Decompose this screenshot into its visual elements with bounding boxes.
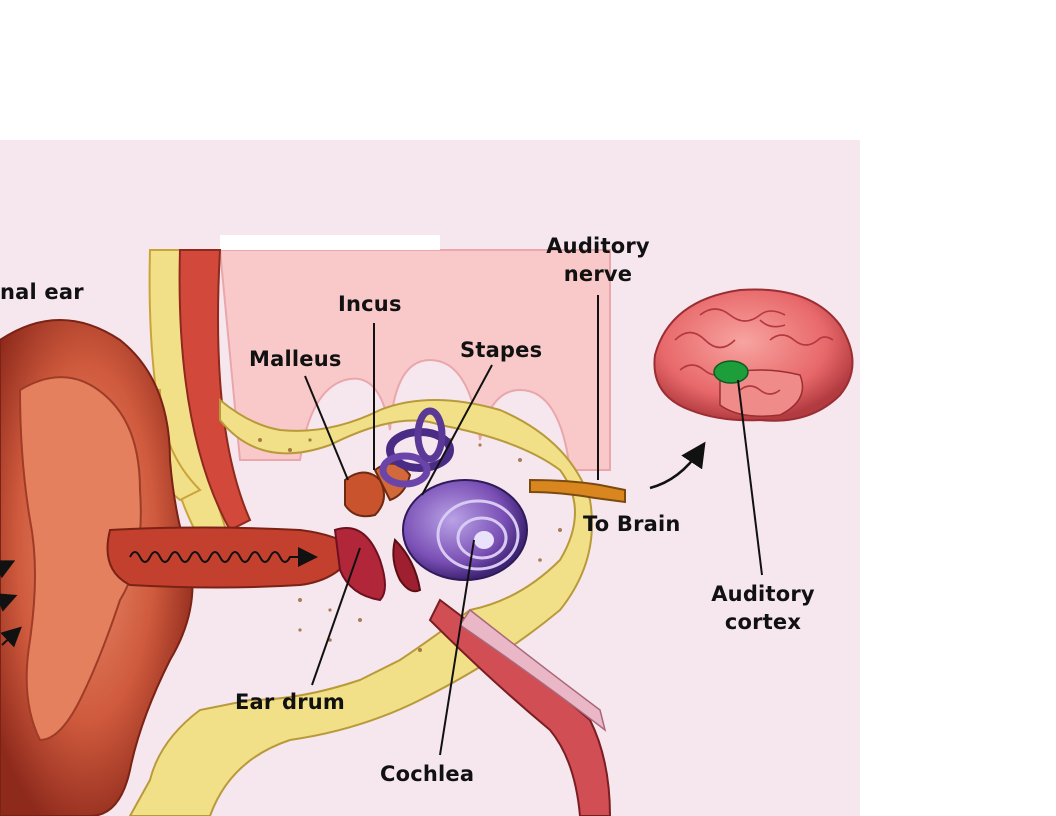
label-cochlea: Cochlea [380,762,475,786]
auditory-nerve [529,478,626,504]
label-to-brain: To Brain [583,512,681,536]
label-incus: Incus [338,292,402,316]
ossicles [344,462,422,593]
ear-drum [333,527,386,602]
label-auditory-cortex-line2: cortex [724,610,802,634]
inner-ear [379,407,528,581]
label-external-ear: nal ear [0,280,84,304]
to-brain-arrow [649,441,706,490]
brain [653,288,854,422]
label-auditory-nerve-line1: Auditory [546,234,650,258]
label-malleus: Malleus [249,347,342,371]
eustachian-tube [428,598,612,816]
external-ear [0,319,357,816]
leader-lines [304,295,763,756]
ear-illustration [0,235,854,816]
label-auditory-cortex-line1: Auditory [711,582,815,606]
auditory-cortex-spot [713,360,749,384]
label-stapes: Stapes [460,338,543,362]
tissue-background [218,235,611,471]
sound-arrows [0,560,22,648]
label-auditory-nerve-line2: nerve [563,262,633,286]
label-ear-drum: Ear drum [235,690,346,714]
ear-anatomy-diagram: nal ear Incus Malleus Stapes Auditory ne… [0,140,860,816]
